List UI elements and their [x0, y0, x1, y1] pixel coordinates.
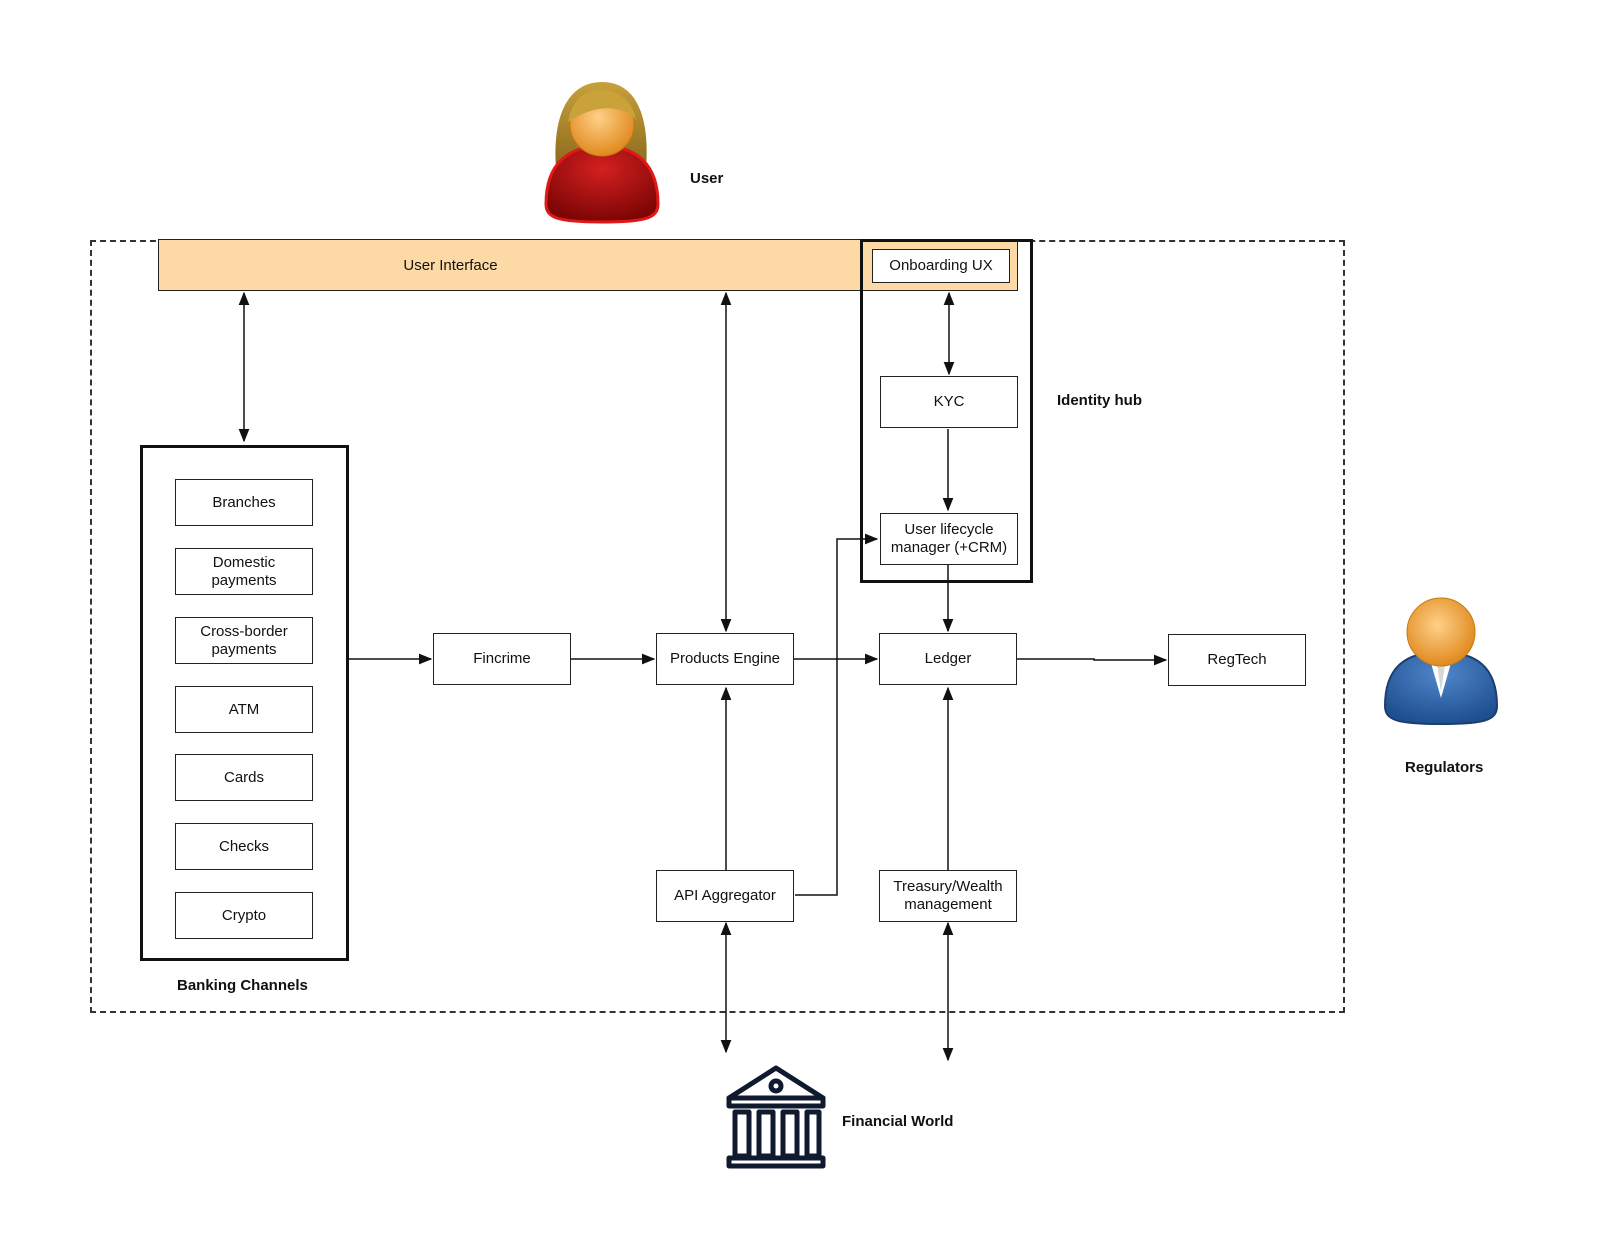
user-label: User: [690, 170, 724, 187]
channel-label: Branches: [212, 493, 276, 511]
bank-building-icon: [726, 1065, 826, 1169]
channel-label: ATM: [228, 700, 260, 718]
api-aggregator-label: API Aggregator: [674, 887, 776, 904]
channel-label: Cross-border payments: [200, 622, 288, 658]
identity-hub-label: Identity hub: [1057, 392, 1142, 409]
onboarding-ux-label: Onboarding UX: [889, 257, 993, 274]
channel-label: Checks: [218, 837, 270, 855]
fincrime-box: Fincrime: [433, 633, 571, 685]
treasury-wealth-label: Treasury/Wealth management: [893, 878, 1003, 913]
channel-branches: Branches: [175, 479, 313, 526]
channel-cross-border-payments: Cross-border payments: [175, 617, 313, 664]
channel-label: Domestic payments: [211, 553, 277, 589]
arrow-ledger-regtech: [1017, 654, 1168, 666]
banking-channels-label: Banking Channels: [177, 977, 308, 994]
treasury-wealth-box: Treasury/Wealth management: [879, 870, 1017, 922]
identity-hub-group: [860, 239, 1033, 583]
regulators-label: Regulators: [1405, 759, 1484, 776]
kyc-box: KYC: [880, 376, 1018, 428]
regulator-avatar-icon: [1383, 597, 1499, 726]
user-interface-label: User Interface: [403, 256, 498, 274]
channel-domestic-payments: Domestic payments: [175, 548, 313, 595]
onboarding-ux-box: Onboarding UX: [872, 249, 1010, 283]
channel-checks: Checks: [175, 823, 313, 870]
user-lifecycle-manager-box: User lifecycle manager (+CRM): [880, 513, 1018, 565]
user-avatar-icon: [544, 82, 660, 224]
user-lifecycle-manager-label: User lifecycle manager (+CRM): [890, 521, 1008, 556]
regtech-box: RegTech: [1168, 634, 1306, 686]
channel-crypto: Crypto: [175, 892, 313, 939]
arrow-api-lifecycle: [795, 533, 879, 896]
banking-channels-group: [140, 445, 349, 961]
regtech-label: RegTech: [1207, 651, 1267, 668]
channel-cards: Cards: [175, 754, 313, 801]
api-aggregator-box: API Aggregator: [656, 870, 794, 922]
financial-world-label: Financial World: [842, 1113, 954, 1130]
channel-label: Cards: [223, 768, 264, 786]
products-engine-box: Products Engine: [656, 633, 794, 685]
fincrime-label: Fincrime: [473, 650, 531, 667]
ledger-box: Ledger: [879, 633, 1017, 685]
channel-label: Crypto: [221, 906, 267, 924]
products-engine-label: Products Engine: [669, 650, 781, 667]
channel-atm: ATM: [175, 686, 313, 733]
kyc-label: KYC: [933, 393, 965, 410]
ledger-label: Ledger: [924, 650, 972, 667]
